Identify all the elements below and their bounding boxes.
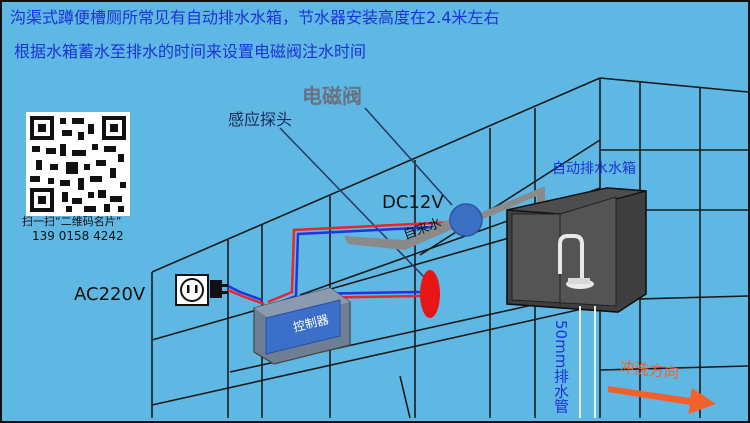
power-outlet (175, 274, 228, 306)
power-cord-red (227, 288, 265, 306)
sensor-pointer-line (279, 127, 426, 279)
label-dc-voltage: DC12V (382, 192, 444, 213)
contact-phone: 139 0158 4242 (32, 229, 124, 243)
flush-direction-arrow (608, 386, 716, 414)
header-line-1: 沟渠式蹲便槽厕所常见有自动排水水箱，节水器安装高度在2.4米左右 (10, 8, 500, 27)
auto-flush-tank (506, 187, 647, 313)
feed-pipe-to-tank (478, 186, 545, 220)
power-cord-blue (227, 284, 263, 302)
sensor-probe (420, 270, 440, 318)
valve-pointer-line (364, 107, 453, 206)
label-solenoid-valve: 电磁阀 (302, 84, 362, 108)
controller-box (253, 287, 351, 365)
qr-caption: 扫一扫“二维码名片” (22, 215, 122, 228)
label-auto-tank: 自动排水水箱 (552, 161, 636, 177)
header-line-2: 根据水箱蓄水至排水的时间来设置电磁阀注水时间 (14, 42, 367, 61)
solenoid-valve (449, 203, 483, 237)
label-drain-pipe: 50mm排水管 (552, 320, 570, 414)
qr-code (26, 112, 130, 216)
label-sensor-probe: 感应探头 (228, 110, 293, 129)
wire-red-to-valve (267, 220, 456, 304)
tap-water-pipe (344, 218, 455, 250)
label-ac-voltage: AC220V (74, 284, 146, 305)
